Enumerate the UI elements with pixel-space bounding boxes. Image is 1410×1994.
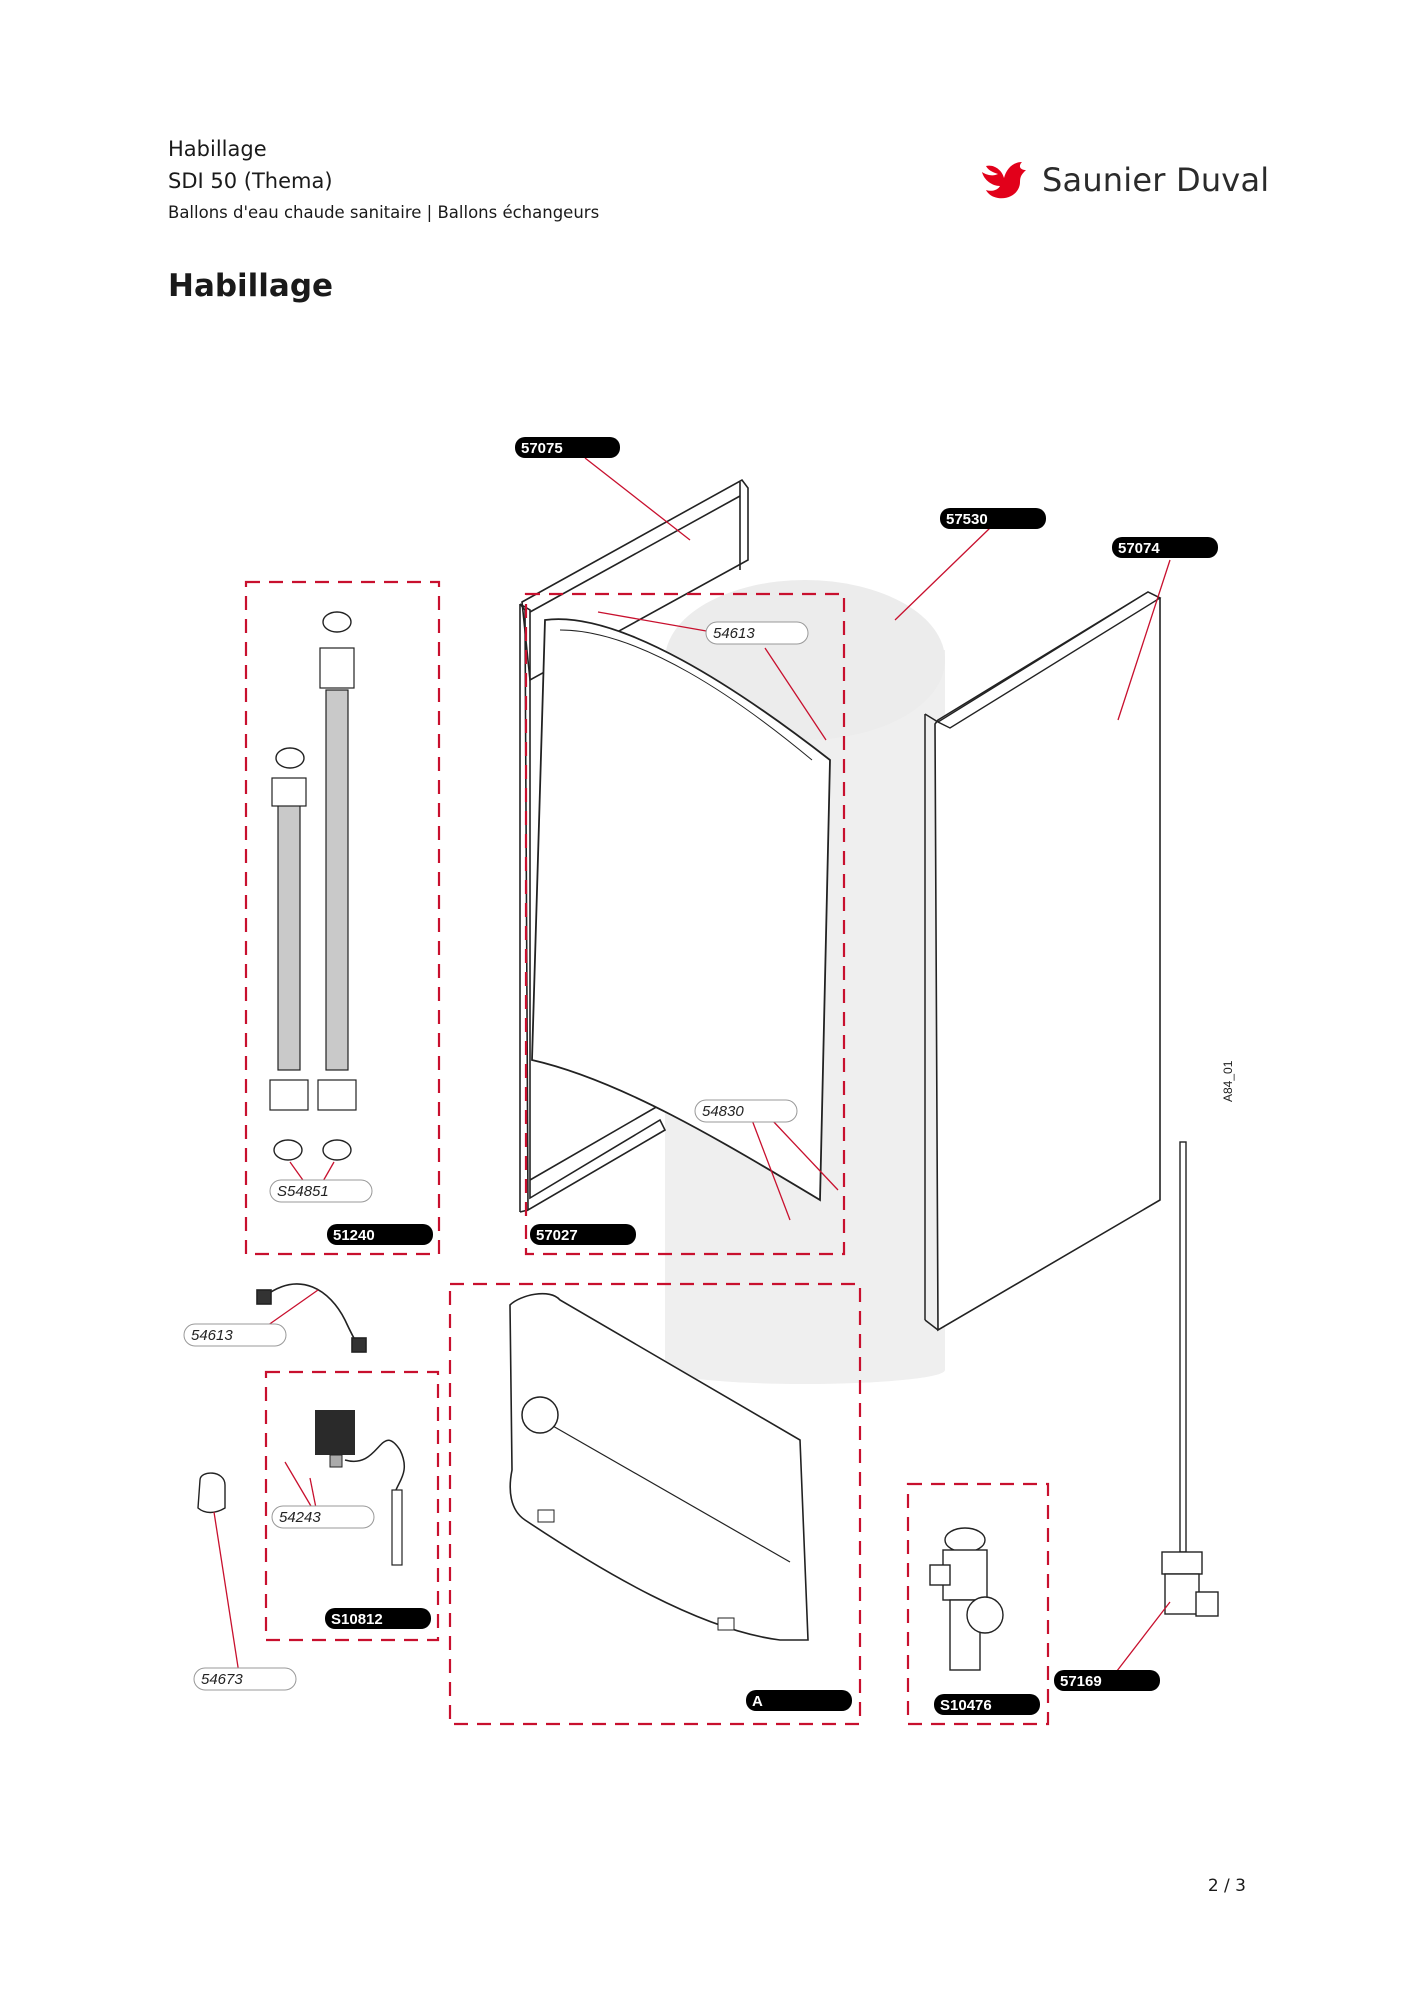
label-57169: 57169 — [1054, 1670, 1160, 1691]
svg-text:57074: 57074 — [1118, 540, 1160, 557]
svg-text:A84_01: A84_01 — [1221, 1060, 1235, 1102]
anode-rod — [1161, 1141, 1219, 1617]
valve-assembly — [929, 1527, 1004, 1671]
label-57027: 57027 — [530, 1224, 636, 1245]
page-title: Habillage — [168, 268, 334, 304]
label-57074: 57074 — [1112, 537, 1218, 558]
label-54613-bottom: 54613 — [183, 1323, 287, 1347]
flexible-hoses — [269, 611, 357, 1161]
front-lower-panel — [509, 1292, 809, 1641]
label-S10476: S10476 — [934, 1694, 1040, 1715]
group-boxes — [244, 580, 1050, 1726]
svg-text:54613: 54613 — [191, 1327, 233, 1344]
label-A: A — [746, 1690, 852, 1711]
svg-text:54673: 54673 — [201, 1671, 243, 1688]
back-frame-panel — [521, 478, 749, 682]
right-side-panel — [924, 591, 1162, 1332]
knob — [197, 1472, 226, 1514]
svg-text:54243: 54243 — [279, 1509, 321, 1526]
thermostat-unit — [315, 1410, 405, 1566]
svg-text:57027: 57027 — [536, 1227, 578, 1244]
cable-assembly — [256, 1283, 367, 1353]
label-54613-top: 54613 — [705, 621, 809, 645]
document-header: Habillage SDI 50 (Thema) Ballons d'eau c… — [168, 134, 599, 228]
brand-logo: Saunier Duval — [980, 158, 1269, 202]
svg-text:S10476: S10476 — [940, 1697, 992, 1714]
label-57075: 57075 — [515, 437, 620, 458]
header-model: SDI 50 (Thema) — [168, 169, 333, 193]
svg-text:57169: 57169 — [1060, 1673, 1102, 1690]
svg-text:57075: 57075 — [521, 440, 563, 457]
bird-logo-icon — [982, 162, 1026, 199]
part-reference-labels: 54613 54830 S54851 54613 54243 54673 — [183, 621, 809, 1691]
front-upper-panel — [531, 618, 831, 1202]
svg-text:S10812: S10812 — [331, 1611, 383, 1628]
label-57530: 57530 — [940, 508, 1046, 529]
header-section-title: Habillage — [168, 137, 267, 161]
svg-text:S54851: S54851 — [277, 1183, 329, 1200]
brand-name: Saunier Duval — [1042, 161, 1270, 199]
figure-code: A84_01 — [1221, 1060, 1235, 1102]
label-51240: 51240 — [327, 1224, 433, 1245]
header-category: Ballons d'eau chaude sanitaire | Ballons… — [168, 203, 600, 222]
label-54673: 54673 — [193, 1667, 297, 1691]
svg-text:54830: 54830 — [702, 1103, 744, 1120]
page-number: 2 / 3 — [1207, 1876, 1246, 1896]
label-S10812: S10812 — [325, 1608, 431, 1629]
label-S54851: S54851 — [269, 1179, 373, 1203]
part-number-labels: 57075 57530 57074 51240 57027 S10812 A — [325, 437, 1218, 1715]
svg-text:54613: 54613 — [713, 625, 755, 642]
svg-text:57530: 57530 — [946, 511, 988, 528]
svg-text:51240: 51240 — [333, 1227, 375, 1244]
leader-lines — [213, 457, 1171, 1681]
svg-text:A: A — [752, 1693, 763, 1710]
label-54830: 54830 — [694, 1099, 798, 1123]
label-54243: 54243 — [271, 1505, 375, 1529]
